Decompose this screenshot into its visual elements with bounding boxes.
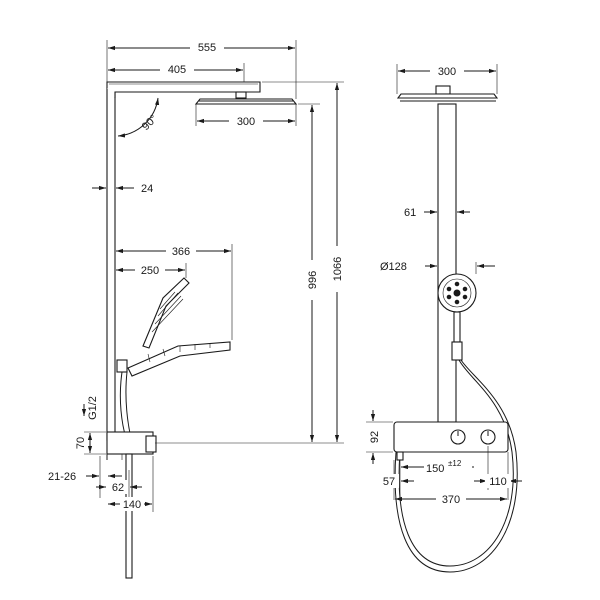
side-handshower-lower xyxy=(127,341,231,377)
side-dim-62: 62 xyxy=(96,470,142,498)
front-body-height: 92 xyxy=(369,431,381,443)
side-column-width: 24 xyxy=(141,183,153,195)
front-dim-92: 92 xyxy=(366,410,393,464)
front-dim-57: 57 xyxy=(379,460,414,500)
side-column xyxy=(106,87,116,441)
side-handshower-length: 250 xyxy=(141,265,159,277)
front-head-width: 300 xyxy=(438,66,456,78)
front-hose xyxy=(398,359,514,567)
front-dim-128: Ø128 xyxy=(380,261,495,274)
side-dim-1066: 1066 xyxy=(262,81,345,444)
side-holder xyxy=(116,359,128,373)
side-dim-996: 996 xyxy=(155,103,320,444)
side-dim-250: 250 xyxy=(116,263,187,278)
right-valve-knob-icon[interactable] xyxy=(480,429,496,445)
left-valve-knob-icon[interactable] xyxy=(450,429,466,445)
side-dim-140: 140 xyxy=(108,456,154,512)
front-left-offset: 57 xyxy=(383,476,395,488)
side-dim-555: 555 xyxy=(106,40,297,99)
side-thread: G1/2 xyxy=(87,396,99,420)
side-hose xyxy=(119,371,132,439)
side-dim-405: 405 xyxy=(108,62,245,82)
side-angle: 90° xyxy=(140,113,160,133)
front-view xyxy=(393,85,518,573)
side-dim-24: 24 xyxy=(92,183,153,195)
side-depth: 140 xyxy=(123,499,141,511)
front-column-spacing: 61 xyxy=(404,207,416,219)
side-total-height: 1066 xyxy=(332,257,344,281)
front-body-width: 370 xyxy=(442,494,460,506)
side-inner-height: 996 xyxy=(307,271,319,289)
front-valve-tolerance: ±12 xyxy=(448,459,462,468)
side-outlet-pipe xyxy=(125,453,133,579)
front-dim-110: 110 xyxy=(474,446,522,500)
front-handshower xyxy=(437,273,477,343)
front-dim-370: 370 xyxy=(395,492,507,506)
side-dim-angle: 90° xyxy=(117,97,160,138)
side-total-width: 555 xyxy=(198,42,216,54)
side-arm-length: 405 xyxy=(168,64,186,76)
front-dim-61: 61 xyxy=(404,207,470,219)
side-shower-head xyxy=(194,91,298,105)
side-dim-366: 366 xyxy=(116,244,233,340)
side-outlet-offset: 62 xyxy=(112,482,124,494)
front-right-offset: 110 xyxy=(489,476,507,488)
side-view xyxy=(106,81,298,579)
side-dim-300: 300 xyxy=(195,104,297,128)
side-handshower-reach: 366 xyxy=(172,246,190,258)
side-dim-thread: G1/2 xyxy=(81,396,99,420)
front-valve-spacing: 150 xyxy=(426,463,444,475)
front-shower-head xyxy=(396,85,499,102)
side-wall-offset: 21-26 xyxy=(48,471,76,483)
front-holder xyxy=(451,341,463,361)
side-handshower-upper xyxy=(142,277,190,349)
front-thermostat-body xyxy=(393,421,509,461)
front-dim-150: 150 ±12 xyxy=(399,458,474,500)
side-dim-21-26: 21-26 xyxy=(48,456,122,498)
side-body-height: 70 xyxy=(75,437,87,449)
side-dim-70: 70 xyxy=(75,431,106,455)
front-column xyxy=(437,103,457,423)
side-thermostat-body xyxy=(106,431,157,460)
side-head-diameter: 300 xyxy=(237,116,255,128)
front-handshower-diameter: Ø128 xyxy=(380,261,407,273)
front-dim-300: 300 xyxy=(396,64,498,94)
side-arm xyxy=(106,81,261,98)
